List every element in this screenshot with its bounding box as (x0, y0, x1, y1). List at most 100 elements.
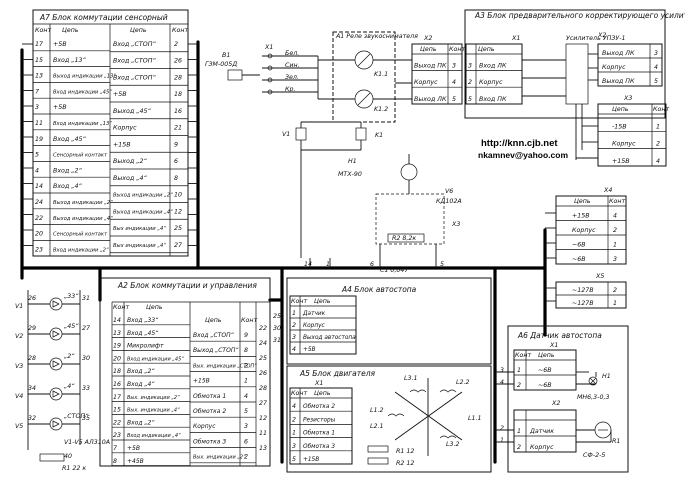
led-pin: 32 (28, 415, 36, 422)
a2-left-pin: 16 (113, 381, 121, 388)
a7-right-circuit: Выход „2“ (113, 158, 147, 165)
a4-rows-pin: 1 (292, 310, 296, 317)
block-a2: A2 Блок коммутации и управления Конт Цеп… (99, 277, 281, 467)
a2-left-pin: 15 (113, 407, 121, 414)
a3-x2-rows-text: Выход ЛК (602, 50, 635, 57)
a2-left-circuit: Микролифт (127, 343, 164, 350)
a2-side-pin: 13 (259, 445, 267, 452)
a2-left-pin: 13 (113, 330, 121, 337)
a1-title: A1 Реле звукоснимателя (335, 33, 418, 40)
a6-r1: R1 (612, 438, 620, 445)
a7-left-pin: 5 (35, 152, 39, 159)
x2-col-circuit: Цепь (420, 46, 437, 53)
a2-left-circuit: Вход индикации „4“ (127, 433, 181, 439)
led-pin: 27 (82, 325, 90, 332)
a7-left-pin: 11 (35, 120, 43, 127)
block-a3: A3 Блок предварительного корректирующего… (464, 9, 685, 160)
a2-right-circuit: +15В (193, 378, 210, 385)
a6-side-pin: 1 (500, 437, 504, 444)
a7-left-circuit: Вход „45“ (53, 136, 87, 143)
a2-side-pin: 26 (259, 370, 267, 377)
a3-x2-rows-text: Выход ПК (602, 78, 635, 85)
a2-title: A2 Блок коммутации и управления (117, 281, 257, 290)
a6-side-pin: 4 (500, 379, 504, 386)
a4-rows-text: Датчик (302, 311, 326, 317)
a5-rows-text: Резисторы (303, 417, 336, 423)
a3-rows-pin: 3 (468, 63, 472, 70)
x2-rows-text: Выход ПК (414, 63, 447, 70)
x4-rows-text: ~6В (572, 256, 586, 263)
x4-col-circuit: Цепь (574, 198, 591, 205)
a2-left-circuit: +5В (127, 445, 140, 452)
a2-side-pin: 11 (259, 430, 267, 437)
a2-left-pin: 22 (113, 419, 121, 426)
a7-right-pin: 25 (174, 225, 182, 232)
a7-right-circuit: Вход „СТОП“ (113, 74, 156, 81)
a7-left-circuit: Вход индикации „13“ (53, 121, 112, 127)
a7-right-circuit: Вых индикации „4“ (113, 226, 166, 232)
a7-left-circuit: Вход индикации „45“ (53, 89, 112, 95)
a7-right-circuit: Выход индикации „4“ (113, 209, 173, 215)
bus-pin-label: 6 (370, 261, 374, 268)
a5-rows-pin: 4 (292, 403, 296, 410)
x3-rows-pin: 2 (656, 141, 660, 148)
a4-side-pin: 31 (273, 337, 281, 344)
contact-email: nkamnev@yahoo.com (478, 150, 568, 160)
a2-left-circuit: Вход „4“ (127, 381, 155, 388)
a6-x2-rows-pin: 1 (517, 428, 521, 435)
x3-rows-pin: 1 (656, 123, 660, 130)
a7-left-circuit: +5В (53, 41, 67, 48)
x3-rows-text: -15В (612, 123, 627, 130)
a7-right-circuit: Выход индикации „2“ (113, 193, 173, 199)
a7-left-circuit: Сенсорный контакт (53, 232, 108, 238)
led-label: „СТОП“ (64, 413, 89, 420)
a5-rows-pin: 1 (292, 430, 296, 437)
a7-left-pin: 14 (35, 183, 43, 190)
a7-right-pin: 16 (174, 108, 182, 115)
bus-pin-label: 1 (326, 261, 330, 268)
block-a6: A6 Датчик автостопа X1 Конт Цепь 1~6В2~6… (507, 325, 629, 473)
a2-right-pin: 6 (244, 438, 248, 445)
a2-right-circuit: Выход „СТОП“ (193, 347, 239, 354)
b1-ref: B1 (222, 52, 230, 59)
a7-left-circuit: Выход индикации „4“ (53, 216, 113, 222)
a4-rows-text: Выход автостопа (303, 335, 356, 341)
a5-coil-label: L1.2 (370, 407, 384, 414)
a5-r1: R1 12 (396, 448, 414, 455)
x5-rows-pin: 2 (613, 287, 617, 294)
a2-left-circuit: Вход „45“ (127, 330, 159, 337)
lamp-section: H1 МТХ-90 V6 КД102А X3 R2 8,2к C1 0,047 (309, 154, 462, 274)
a1-k1: K1.1 (374, 71, 388, 78)
a7-right-circuit: Вых индикации „4“ (113, 243, 166, 249)
x4-ref: X4 (603, 187, 612, 194)
a7-left-pin: 7 (35, 88, 39, 95)
x5-rows-text: ~127В (572, 300, 594, 307)
x4-rows-text: +15В (572, 213, 590, 220)
a3-col-circuit: Цепь (478, 46, 495, 53)
a2-right-circuit: Обмотка 2 (193, 408, 226, 415)
a7-col-pin-2: Конт (172, 27, 188, 34)
a2-col-circuit: Цепь (146, 304, 163, 311)
x1-ref: X1 (264, 44, 273, 51)
a3-x2-rows-pin: 3 (654, 50, 658, 57)
a2-col-circuit-2: Цепь (205, 317, 222, 324)
a6-x2-rows-text: Датчик (529, 428, 554, 435)
led-pin: 29 (28, 325, 36, 332)
a2-right-pin: 4 (244, 393, 248, 400)
led-label: „33“ (64, 293, 79, 300)
a7-left-circuit: +5В (53, 104, 67, 111)
x3-rows-pin: 4 (656, 158, 660, 165)
a4-rows-pin: 3 (292, 334, 296, 341)
a7-left-pin: 23 (35, 246, 43, 253)
a6-rows-pin: 2 (517, 382, 521, 389)
a3-rows-pin: 5 (468, 96, 472, 103)
x2-rows-text: Выход ЛК (414, 96, 447, 103)
a7-right-circuit: +15В (113, 141, 131, 148)
a2-left-circuit: Вход „33“ (127, 317, 159, 324)
